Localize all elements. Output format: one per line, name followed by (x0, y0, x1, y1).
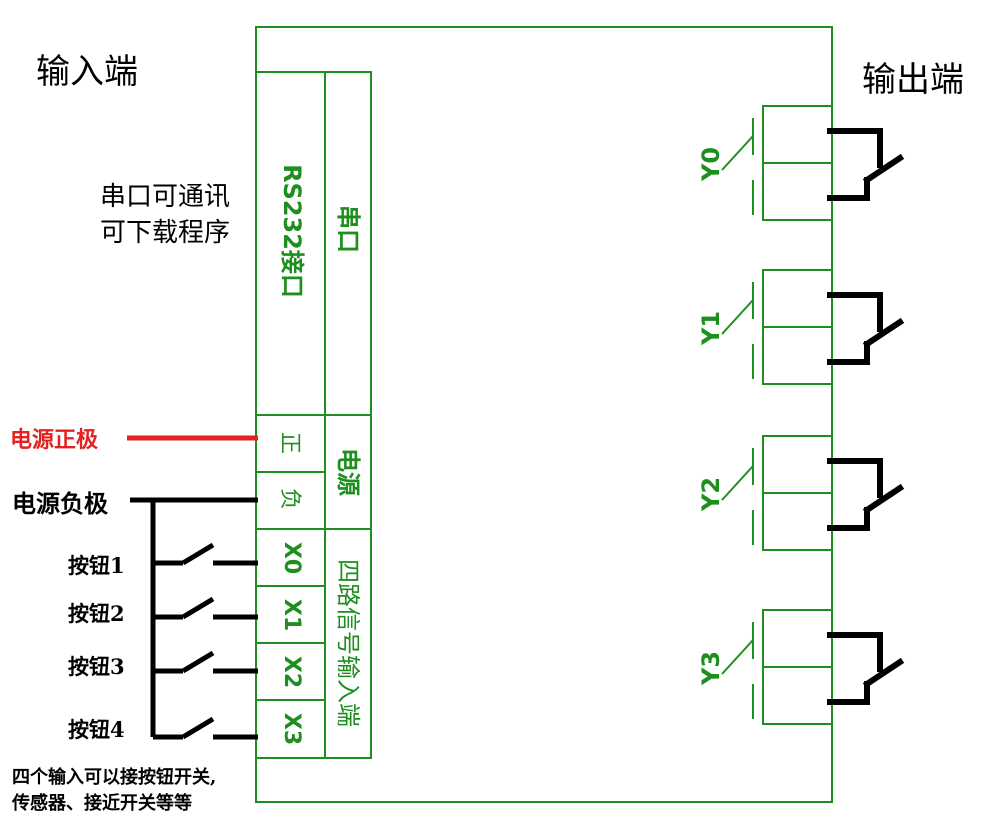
button-2-label: 按钮2 (68, 601, 125, 626)
terminal-x2: X2 (279, 655, 304, 689)
relay-y3 (721, 609, 833, 725)
output-title: 输出端 (862, 60, 964, 100)
terminal-x1: X1 (279, 598, 304, 632)
output-switch-y3 (827, 632, 905, 705)
relay-y0 (721, 105, 833, 221)
terminal-x3: X3 (279, 712, 304, 746)
terminal-positive: 正 (277, 431, 302, 454)
button-1-label: 按钮1 (68, 553, 125, 578)
output-y3-label: Y3 (697, 650, 725, 686)
terminal-negative: 负 (277, 487, 302, 510)
terminal-x0: X0 (279, 541, 304, 575)
output-y2-label: Y2 (697, 476, 725, 512)
serial-label: 串口 (334, 205, 362, 253)
power-label: 电源 (334, 448, 362, 496)
input-button-1 (153, 542, 258, 566)
button-4-label: 按钮4 (68, 717, 125, 742)
bottom-note-1: 四个输入可以接按钮开关, (12, 767, 217, 788)
bottom-note-2: 传感器、接近开关等等 (12, 793, 192, 814)
serial-note-2: 可下载程序 (100, 218, 231, 248)
output-y1-label: Y1 (697, 310, 725, 346)
output-switch-y2 (827, 458, 905, 531)
power-negative-label: 电源负极 (12, 490, 108, 518)
input-title: 输入端 (36, 52, 138, 92)
input-button-2 (153, 596, 258, 620)
power-positive-label: 电源正极 (10, 428, 99, 453)
relay-y2 (721, 435, 833, 551)
serial-note-1: 串口可通讯 (100, 182, 231, 212)
relay-y1 (721, 269, 833, 385)
button-3-label: 按钮3 (68, 654, 125, 679)
input-group-label: 四路信号输入端 (334, 559, 362, 727)
input-button-4 (153, 716, 258, 740)
input-button-3 (153, 650, 258, 674)
output-y0-label: Y0 (697, 146, 725, 182)
output-switch-y0 (827, 128, 905, 201)
output-switch-y1 (827, 292, 905, 365)
rs232-label: RS232接口 (278, 164, 306, 298)
